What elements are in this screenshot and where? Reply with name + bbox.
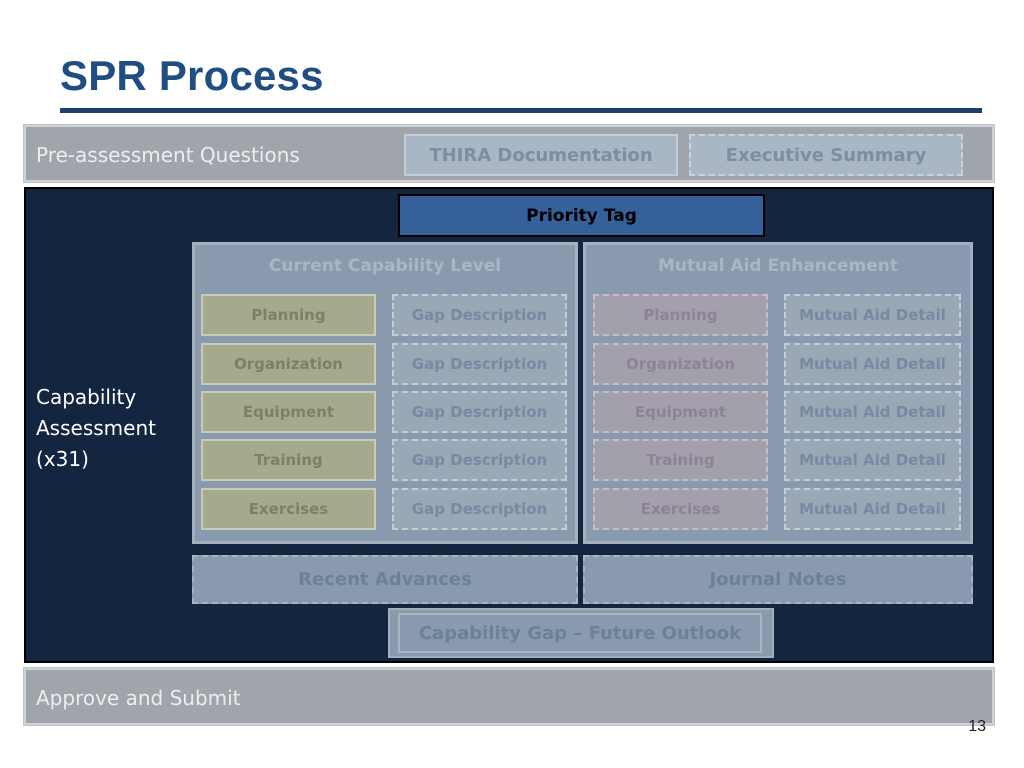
- gap-description-box: Gap Description: [392, 294, 567, 336]
- capability-element-box: Exercises: [201, 488, 376, 530]
- gap-description-box: Gap Description: [392, 343, 567, 385]
- pre-assessment-band: Pre-assessment Questions THIRA Documenta…: [24, 125, 994, 182]
- mutual-aid-detail-box: Mutual Aid Detail: [784, 439, 961, 481]
- mutual-aid-detail-box: Mutual Aid Detail: [784, 294, 961, 336]
- mutual-aid-element-box: Equipment: [593, 391, 768, 433]
- capability-element-box: Equipment: [201, 391, 376, 433]
- mutual-aid-title: Mutual Aid Enhancement: [657, 256, 898, 276]
- mutual-aid-detail-box: Mutual Aid Detail: [784, 391, 961, 433]
- capability-label-line2: Assessment: [36, 416, 156, 440]
- capability-label-line3: (x31): [36, 447, 89, 471]
- gap-description-box: Gap Description: [392, 439, 567, 481]
- current-capability-title: Current Capability Level: [268, 256, 502, 276]
- future-outlook-box: Capability Gap – Future Outlook: [398, 613, 762, 653]
- gap-description-box: Gap Description: [392, 488, 567, 530]
- approve-band: Approve and Submit: [24, 668, 994, 725]
- capability-assessment-area: Capability Assessment (x31) Priority Tag…: [24, 187, 994, 663]
- thira-documentation-box: THIRA Documentation: [404, 134, 678, 176]
- title-rule: [60, 108, 982, 113]
- mutual-aid-detail-box: Mutual Aid Detail: [784, 488, 961, 530]
- mutual-aid-element-box: Organization: [593, 343, 768, 385]
- page-number: 13: [968, 718, 986, 735]
- approve-label: Approve and Submit: [36, 686, 241, 710]
- mutual-aid-element-box: Exercises: [593, 488, 768, 530]
- future-outlook-frame: Capability Gap – Future Outlook: [388, 608, 774, 658]
- mutual-aid-element-box: Training: [593, 439, 768, 481]
- gap-description-box: Gap Description: [392, 391, 567, 433]
- capability-element-box: Training: [201, 439, 376, 481]
- capability-assessment-label: Capability Assessment (x31): [36, 382, 156, 475]
- journal-notes-box: Journal Notes: [583, 555, 973, 604]
- executive-summary-box: Executive Summary: [689, 134, 963, 176]
- mutual-aid-element-box: Planning: [593, 294, 768, 336]
- recent-advances-box: Recent Advances: [192, 555, 578, 604]
- capability-element-box: Organization: [201, 343, 376, 385]
- mutual-aid-detail-box: Mutual Aid Detail: [784, 343, 961, 385]
- page-title: SPR Process: [60, 52, 324, 99]
- priority-tag-box: Priority Tag: [398, 194, 765, 237]
- pre-assessment-label: Pre-assessment Questions: [36, 143, 300, 167]
- capability-element-box: Planning: [201, 294, 376, 336]
- capability-label-line1: Capability: [36, 385, 137, 409]
